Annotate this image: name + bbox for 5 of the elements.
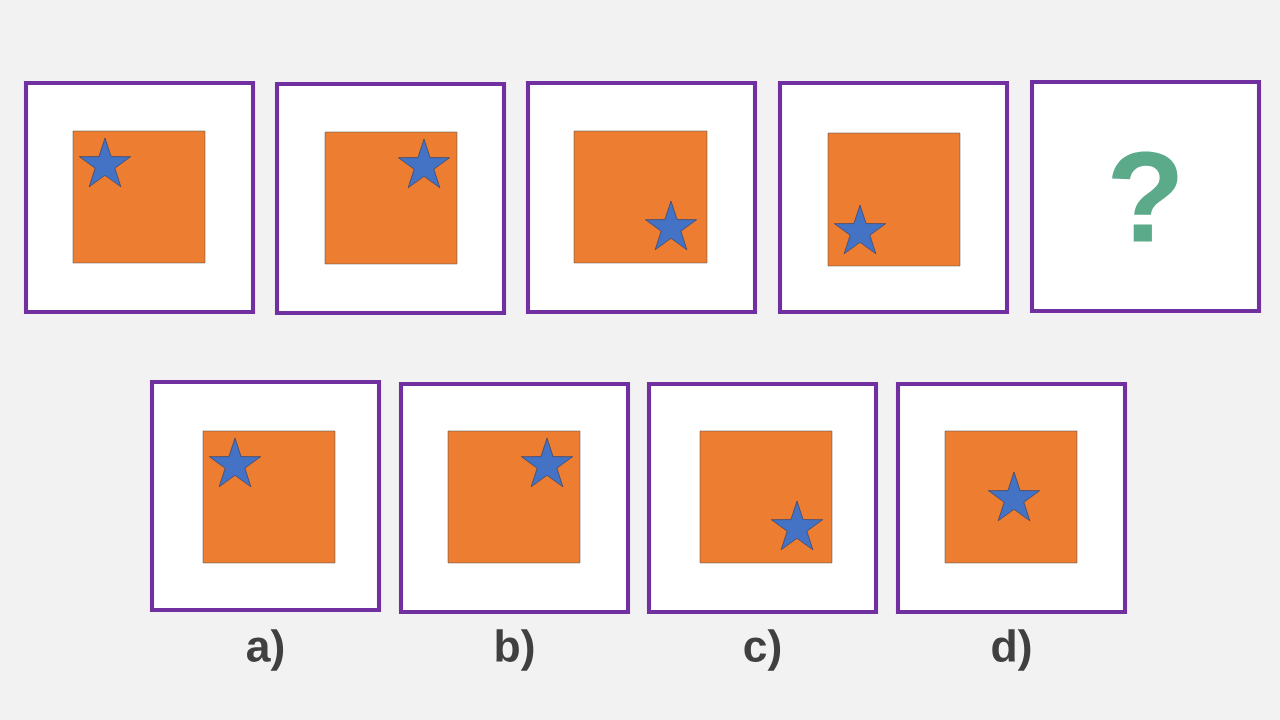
option-label: c) [744,629,781,671]
option-label: b) [496,629,534,671]
option-label: d) [992,629,1031,671]
question-box: ? [1029,79,1262,314]
option-label: a) [247,629,284,671]
